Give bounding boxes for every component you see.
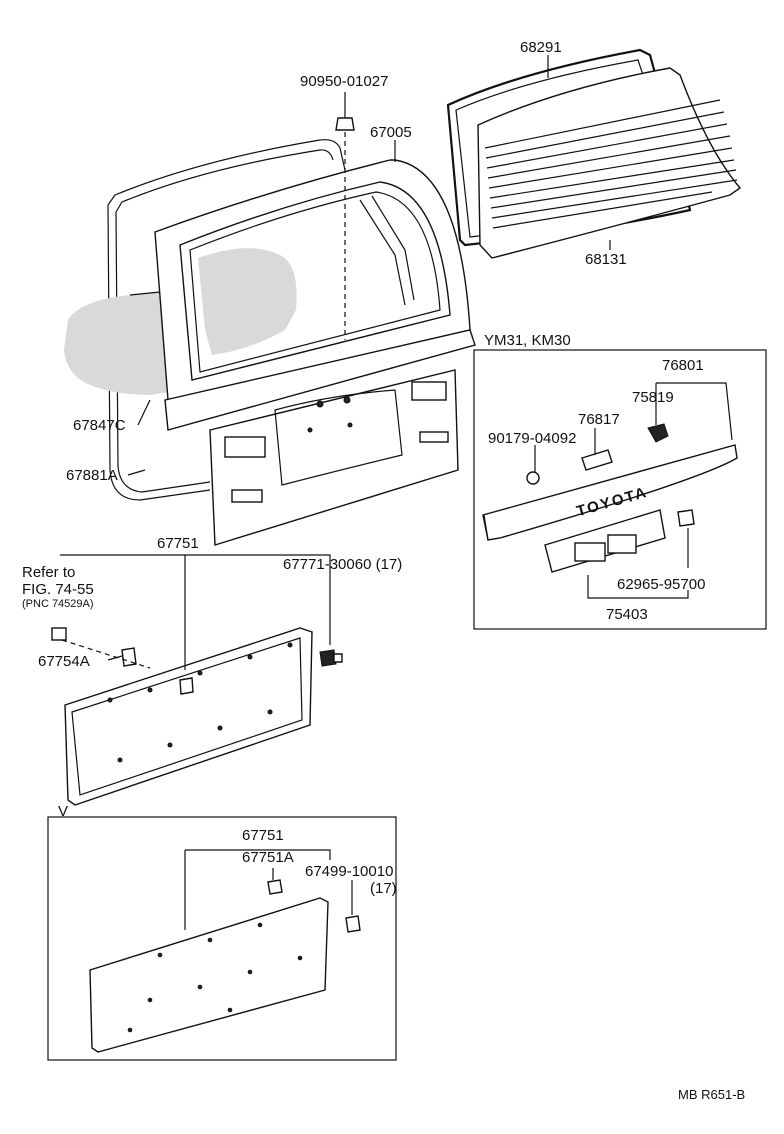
model-inset-box bbox=[473, 349, 767, 630]
label-76817: 76817 bbox=[578, 411, 620, 428]
leader-lines bbox=[60, 55, 733, 930]
label-90950-01027: 90950-01027 bbox=[300, 73, 388, 90]
back-door-67005 bbox=[154, 159, 476, 546]
model-box-title: YM31, KM30 bbox=[484, 332, 571, 349]
plug-90950-01027 bbox=[335, 117, 355, 340]
variant-mark: V bbox=[58, 803, 68, 820]
label-67754a: 67754A bbox=[38, 653, 90, 670]
label-67499-qty: (17) bbox=[370, 880, 397, 897]
trim-board-67751 bbox=[64, 627, 313, 806]
diagram-code: MB R651-B bbox=[678, 1087, 745, 1102]
label-67881a: 67881A bbox=[66, 467, 118, 484]
label-67751a: 67751A bbox=[242, 849, 294, 866]
label-67499-10010: 67499-10010 bbox=[305, 863, 393, 880]
fig-ref-text: FIG. 74-55 bbox=[22, 581, 94, 598]
label-75819: 75819 bbox=[632, 389, 674, 406]
label-67847c: 67847C bbox=[73, 417, 126, 434]
variant-inset-box bbox=[47, 816, 397, 1061]
fastener-67754a bbox=[51, 627, 151, 669]
label-67751-main: 67751 bbox=[157, 535, 199, 552]
label-68291: 68291 bbox=[520, 39, 562, 56]
label-62965-95700: 62965-95700 bbox=[617, 576, 705, 593]
label-67751-variant: 67751 bbox=[242, 827, 284, 844]
label-75403: 75403 bbox=[606, 606, 648, 623]
weatherstrip-67847c bbox=[64, 290, 170, 395]
clip-67771-30060 bbox=[319, 649, 343, 667]
refer-to-text: Refer to bbox=[22, 564, 75, 581]
label-67771-30060: 67771-30060 (17) bbox=[283, 556, 402, 573]
label-67005: 67005 bbox=[370, 124, 412, 141]
label-76801: 76801 bbox=[662, 357, 704, 374]
weatherstrip-67881a bbox=[107, 139, 346, 501]
back-glass-68131 bbox=[477, 67, 742, 259]
label-68131: 68131 bbox=[585, 251, 627, 268]
pnc-ref-text: (PNC 74529A) bbox=[22, 598, 94, 610]
label-90179-04092: 90179-04092 bbox=[488, 430, 576, 447]
